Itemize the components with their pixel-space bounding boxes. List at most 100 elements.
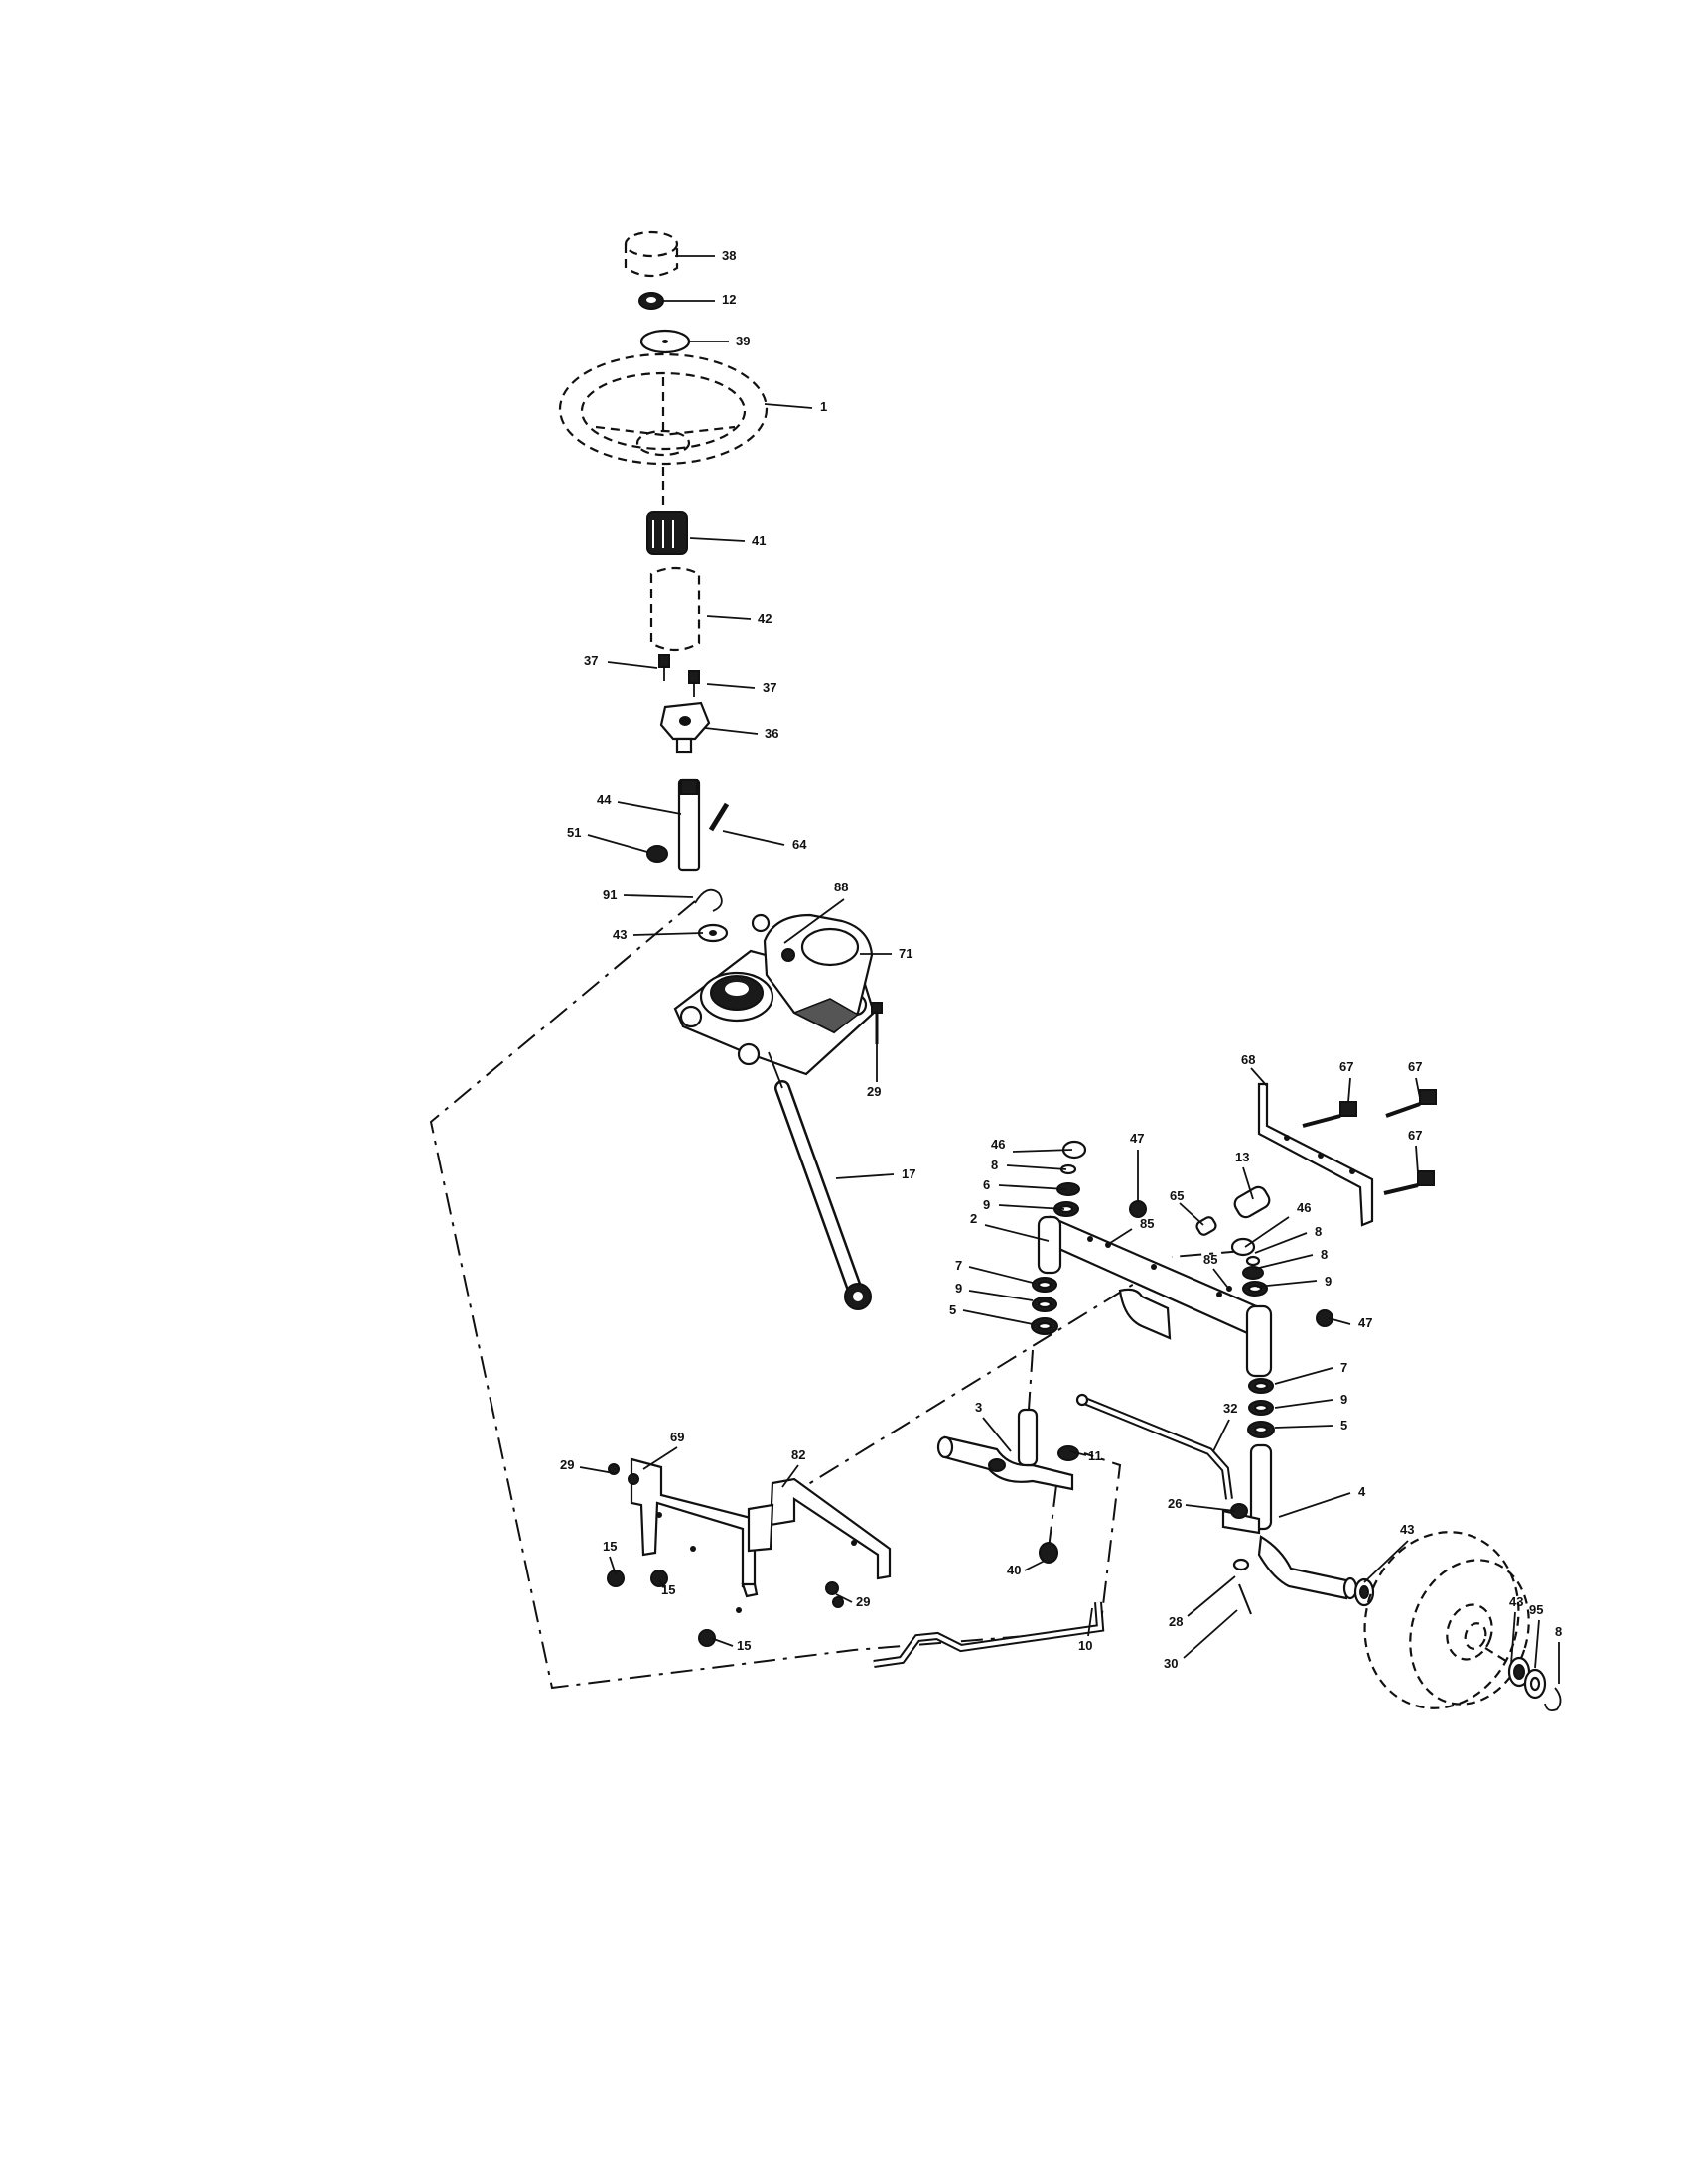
callout-leader-line xyxy=(968,1266,1034,1284)
callout-leader-line xyxy=(835,1593,853,1603)
callout-c5a: 5 xyxy=(949,1302,1034,1325)
callout-c67c: 67 xyxy=(1408,1128,1422,1174)
callout-number: 32 xyxy=(1223,1401,1237,1416)
callout-c47a: 47 xyxy=(1130,1131,1144,1201)
callout-c67a: 67 xyxy=(1339,1059,1353,1103)
callout-number: 43 xyxy=(613,927,627,942)
callout-layer: 3812391414237373644516491884371291746869… xyxy=(560,248,1562,1684)
steering-link-rod xyxy=(873,1601,1105,1668)
callout-leader-line xyxy=(617,801,682,815)
nut xyxy=(607,1570,625,1587)
callout-leader-line xyxy=(1106,1228,1133,1246)
callout-number: 47 xyxy=(1358,1315,1372,1330)
washer-stack-right xyxy=(1242,1255,1275,1438)
callout-number: 29 xyxy=(856,1594,870,1609)
retaining-ring xyxy=(1544,1687,1562,1712)
callout-number: 15 xyxy=(603,1539,617,1554)
nut xyxy=(646,845,668,863)
callout-c5b: 5 xyxy=(1274,1418,1347,1433)
callout-leader-line xyxy=(835,1173,895,1179)
callout-c9a: 9 xyxy=(983,1197,1065,1212)
callout-leader-line xyxy=(1087,1607,1093,1637)
callout-leader-line xyxy=(764,403,813,409)
callout-leader-line xyxy=(1212,1268,1228,1288)
nut xyxy=(1039,1542,1058,1564)
callout-leader-line xyxy=(1254,1254,1314,1270)
callout-number: 5 xyxy=(1340,1418,1347,1433)
washer xyxy=(1353,1577,1375,1607)
callout-c40: 40 xyxy=(1007,1560,1046,1577)
callout-leader-line xyxy=(1415,1077,1421,1099)
callout-leader-line xyxy=(1179,1202,1204,1226)
callout-number: 37 xyxy=(584,653,598,668)
mounting-bracket-left xyxy=(630,1457,759,1613)
callout-c9b: 9 xyxy=(1256,1274,1332,1289)
drag-link xyxy=(768,1051,872,1310)
callout-c11: 11 xyxy=(1069,1448,1102,1463)
callout-leader-line xyxy=(1006,1164,1067,1170)
callout-c43c: 43 xyxy=(1509,1594,1523,1665)
bolt xyxy=(628,1473,639,1485)
callout-c36: 36 xyxy=(704,726,778,741)
callout-leader-line xyxy=(1250,1067,1268,1087)
callout-leader-line xyxy=(658,1579,666,1589)
callout-number: 82 xyxy=(791,1447,805,1462)
callout-leader-line xyxy=(607,661,658,669)
callout-c8c: 8 xyxy=(1254,1247,1328,1270)
roll-pin xyxy=(708,802,730,832)
callout-leader-line xyxy=(1244,1216,1290,1248)
callout-leader-line xyxy=(982,1417,1012,1452)
callout-c30: 30 xyxy=(1164,1609,1238,1671)
callout-leader-line xyxy=(1510,1611,1516,1665)
callout-c67b: 67 xyxy=(1408,1059,1422,1099)
callout-number: 7 xyxy=(1340,1360,1347,1375)
callout-leader-line xyxy=(632,932,704,936)
callout-number: 8 xyxy=(1315,1224,1322,1239)
front-axle xyxy=(1037,1215,1273,1378)
grease-fitting xyxy=(1316,1309,1333,1327)
callout-number: 67 xyxy=(1339,1059,1353,1074)
callout-leader-line xyxy=(1069,1450,1087,1456)
callout-c9c: 9 xyxy=(955,1281,1034,1301)
callout-c8a: 8 xyxy=(991,1158,1067,1172)
callout-number: 1 xyxy=(820,399,827,414)
callout-c46a: 46 xyxy=(991,1137,1073,1153)
callout-c37a: 37 xyxy=(584,653,658,669)
callout-c51: 51 xyxy=(567,825,648,853)
pin xyxy=(1226,1286,1232,1292)
callout-leader-line xyxy=(1187,1575,1236,1617)
callout-number: 95 xyxy=(1529,1602,1543,1617)
shaft-sleeve xyxy=(649,566,701,652)
callout-number: 69 xyxy=(670,1430,684,1444)
callout-number: 26 xyxy=(1168,1496,1182,1511)
callout-leader-line xyxy=(710,1637,734,1647)
grease-fitting xyxy=(1129,1200,1147,1218)
callout-leader-line xyxy=(1256,1280,1318,1288)
callout-leader-line xyxy=(968,1290,1034,1301)
callout-c85b: 85 xyxy=(1203,1252,1228,1288)
callout-c17: 17 xyxy=(835,1166,915,1181)
callout-leader-line xyxy=(1534,1619,1540,1669)
callout-number: 43 xyxy=(1400,1522,1414,1537)
callout-c28: 28 xyxy=(1169,1575,1236,1629)
callout-c29a: 29 xyxy=(867,1044,881,1099)
wheel-washer xyxy=(1523,1668,1547,1700)
callout-leader-line xyxy=(706,615,752,620)
callout-leader-line xyxy=(1012,1149,1073,1153)
callout-c64: 64 xyxy=(722,830,807,852)
callout-number: 12 xyxy=(722,292,736,307)
callout-number: 7 xyxy=(955,1258,962,1273)
callout-c39: 39 xyxy=(689,334,750,348)
callout-leader-line xyxy=(689,537,746,542)
callout-number: 46 xyxy=(991,1137,1005,1152)
callout-leader-line xyxy=(998,1184,1067,1190)
callout-leader-line xyxy=(642,1446,678,1470)
bolt xyxy=(608,1463,620,1475)
callout-number: 15 xyxy=(661,1582,675,1597)
front-wheel xyxy=(1363,1531,1530,1709)
callout-leader-line xyxy=(984,1224,1050,1242)
bolt xyxy=(658,654,670,681)
callout-number: 64 xyxy=(792,837,807,852)
washer xyxy=(1232,1558,1250,1571)
